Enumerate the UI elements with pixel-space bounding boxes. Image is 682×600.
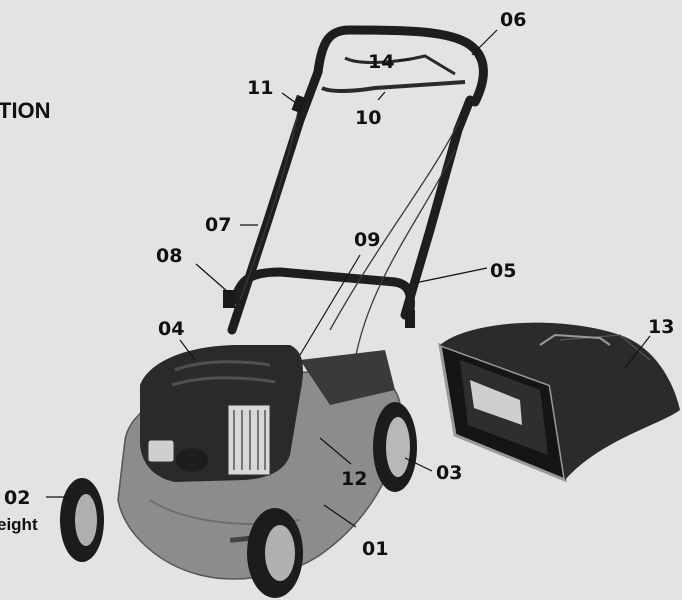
callout-09: 09 (354, 229, 380, 251)
callout-05: 05 (490, 260, 516, 282)
handle (227, 25, 488, 335)
callout-13: 13 (648, 316, 674, 338)
callout-02: 02 (4, 487, 30, 509)
callout-08: 08 (156, 245, 182, 267)
callout-10: 10 (355, 107, 381, 129)
handle-clip (223, 290, 235, 308)
callout-14: 14 (368, 51, 394, 73)
caption-fragment: eight (0, 515, 38, 534)
rear-wheel (373, 402, 417, 492)
cable-adjuster (291, 94, 307, 114)
callout-12: 12 (341, 468, 367, 490)
handle-knob (405, 310, 415, 328)
heading-fragment: TION (0, 98, 51, 123)
callout-03: 03 (436, 462, 462, 484)
callout-labels: 01 02 03 04 05 06 07 08 09 10 11 12 13 1… (4, 9, 674, 560)
callout-01: 01 (362, 538, 388, 560)
front-right-wheel (247, 508, 303, 598)
operator-bars (321, 54, 466, 93)
engine (140, 345, 303, 482)
control-cables (239, 99, 461, 361)
grass-collection-bag (438, 322, 680, 483)
callout-11: 11 (247, 77, 273, 99)
callout-07: 07 (205, 214, 231, 236)
rear-chute (300, 350, 395, 405)
callout-04: 04 (158, 318, 184, 340)
callout-06: 06 (500, 9, 526, 31)
front-left-wheel (60, 478, 104, 562)
leader-lines (46, 29, 651, 528)
